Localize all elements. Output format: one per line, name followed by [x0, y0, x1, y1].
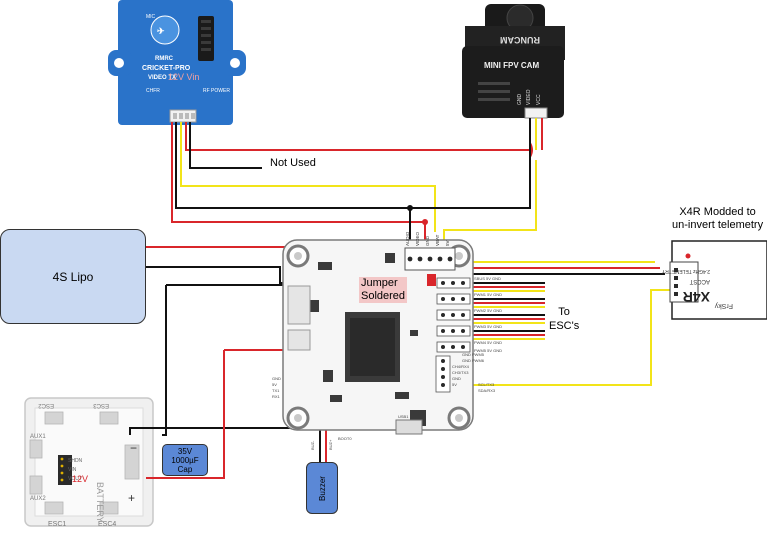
junction-dot [422, 219, 428, 225]
to-escs-label: To ESC's [549, 306, 580, 332]
fc-pin-vbat: VBAT [435, 234, 440, 246]
fc-esc-row-1: PWM1 5V GND [474, 292, 502, 297]
fc-br-0: GND PWM5 [462, 352, 485, 357]
buzzer-label: Buzzer [317, 475, 327, 501]
pdb-aux2-label: AUX2 [30, 496, 46, 502]
fc-br-1: GND PWM6 [462, 358, 485, 363]
camera-name: MINI FPV CAM [484, 61, 539, 70]
power-distribution-board: BATTERY ESC2 ESC3 ESC1 ESC4 AUX1 AUX2 SH… [24, 397, 154, 528]
pdb-vin-label: VIN [68, 467, 77, 473]
fc-esc-row-3: PWM3 5V GND [474, 324, 502, 329]
fc-br-6: SCL/TX3 [478, 382, 495, 387]
fc-pin-5v: 5V [445, 240, 450, 246]
fc-br-5: 5V [452, 382, 457, 387]
camera-pin-gnd: GND [517, 94, 523, 106]
fc-esc-row-4: PWM4 5V GND [474, 340, 502, 345]
pdb-aux1-label: AUX1 [30, 434, 46, 440]
lipo-label: 4S Lipo [52, 269, 94, 284]
vtx-brand: RMRC [155, 56, 174, 62]
x4r-receiver: 2.4GHz TELEMETRY ACCST X4R FrSky [661, 240, 767, 320]
fc-br-2: CH4/RX4 [452, 364, 470, 369]
pdb-12v-label: 12V [72, 474, 88, 484]
x4r-title-label: X4R Modded to un-invert telemetry [672, 206, 764, 231]
fc-pin-video: VIDEO [415, 231, 420, 246]
camera-pin-video: VIDEO [526, 89, 532, 105]
vtx-chfr-label: CHFR [146, 88, 160, 94]
rx-telemetry: 2.4GHz TELEMETRY [661, 268, 710, 274]
vtx-rfpower-label: RF POWER [203, 88, 230, 94]
camera-brand: RUNCAM [500, 35, 540, 45]
fc-left-tx1: TX1 [272, 388, 280, 393]
wires [129, 118, 672, 479]
pdb-esc3-label: ESC3 [93, 402, 109, 408]
fc-br-7: SDA/RX3 [478, 388, 496, 393]
rx-model: X4R [683, 289, 710, 305]
fc-br-4: GND [452, 376, 461, 381]
pdb-esc2-label: ESC2 [38, 402, 54, 408]
pdb-vout-label: VOUT [68, 476, 82, 482]
camera-pin-vcc: VCC [536, 94, 542, 105]
fpv-camera: RUNCAM MINI FPV CAM GND VIDEO VCC [462, 4, 565, 119]
vtx-voltage-label: 12V Vin [168, 72, 199, 82]
cap-label: 35V 1000µF Cap [171, 446, 199, 474]
vtx-model2: VIDEO TX [148, 75, 176, 81]
fc-esc-row-2: PWM2 5V GND [474, 308, 502, 313]
fc-br-3: CH3/TX3 [452, 370, 469, 375]
pdb-shdn-label: SHDN [68, 458, 83, 464]
junction-dot [407, 205, 413, 211]
not-used-label: Not Used [270, 157, 316, 169]
fc-boot-label: BOOT0 [338, 436, 352, 441]
fc-left-gnd: GND [272, 376, 281, 381]
flight-controller: AUDIO VIDEO GND VBAT 5V SBUS 5V GND PWM1… [272, 231, 502, 450]
jumper-soldered-label: Jumper Soldered [359, 277, 408, 303]
fc-left-rx1: RX1 [272, 394, 281, 399]
fc-esc-row-5: PWM5 5V GND [474, 348, 502, 353]
fc-pin-audio: AUDIO [405, 231, 410, 246]
fc-pin-gnd: GND [425, 235, 430, 246]
vtx-mic-label: MIC [146, 14, 156, 20]
buzzer-box: Buzzer [306, 462, 338, 514]
pdb-esc4-label: ESC4 [98, 521, 116, 528]
video-transmitter: ✈ MIC RMRC CRICKET-PRO VIDEO TX 12V Vin … [108, 0, 246, 125]
jumper-pad [427, 274, 436, 286]
svg-text:+: + [128, 491, 135, 505]
fc-buz-minus: BUZ- [310, 440, 315, 450]
rx-brand: FrSky [714, 302, 733, 309]
fc-usb-label: USB1 [398, 414, 409, 419]
rx-accst: ACCST [689, 278, 710, 284]
fc-left-5v: 5V [272, 382, 277, 387]
vtx-model: CRICKET-PRO [142, 65, 191, 72]
lipo-battery-box: 4S Lipo [0, 229, 146, 324]
fc-buz-plus: BUZ+ [328, 439, 333, 450]
pdb-esc1-label: ESC1 [48, 521, 66, 528]
pdb-battery-label: BATTERY [95, 482, 105, 523]
capacitor-box: 35V 1000µF Cap [162, 444, 208, 476]
svg-text:−: − [130, 441, 137, 455]
fc-sbus-label: SBUS 5V GND [474, 276, 501, 281]
svg-text:✈: ✈ [157, 26, 165, 36]
